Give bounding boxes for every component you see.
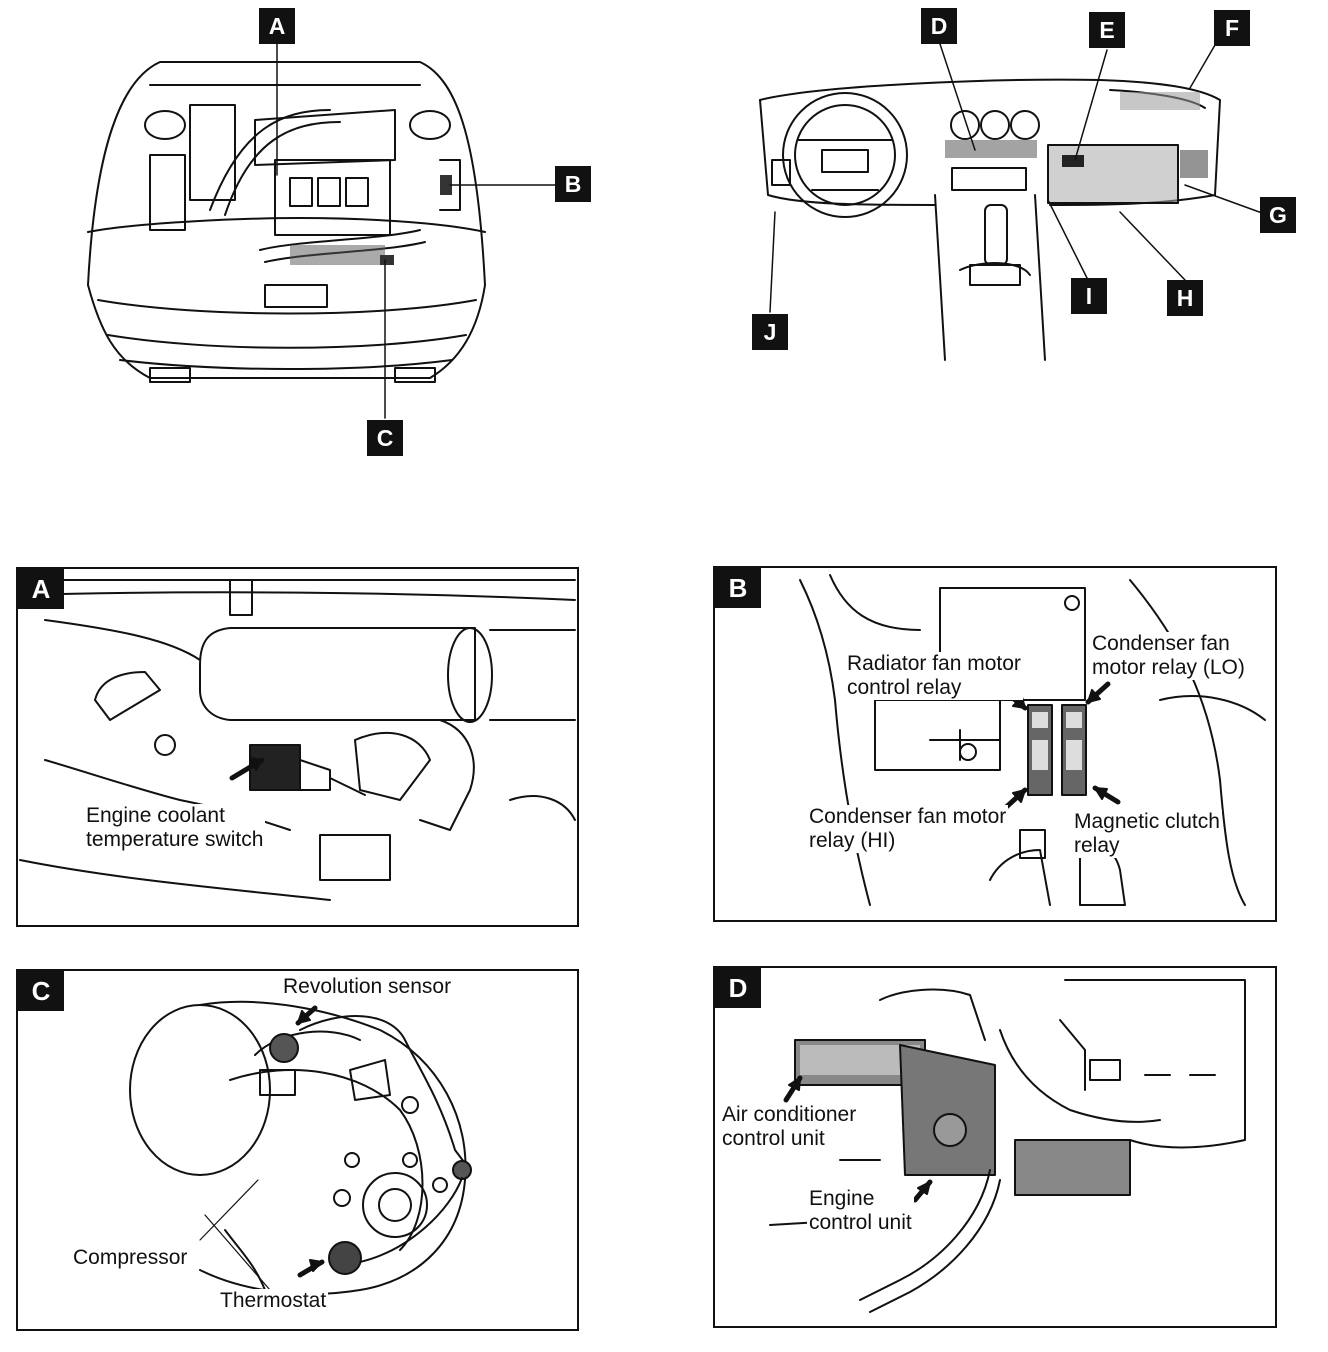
panel-b-drawing [799, 574, 1266, 906]
engine-bay-tag-a: A [259, 8, 295, 44]
panel-b-tag: B [715, 568, 761, 608]
dashboard-drawing [759, 43, 1263, 361]
panel-c-tag: C [18, 971, 64, 1011]
panel-a-tag: A [18, 569, 64, 609]
revolution-sensor-label: Revolution sensor [281, 975, 454, 999]
condenser-fan-motor-relay-lo-label: Condenser fan motor relay (LO) [1090, 632, 1247, 680]
panel-c-frame [16, 969, 579, 1331]
radiator-fan-motor-control-relay-label: Radiator fan motor control relay [845, 652, 1023, 700]
interior-tag-d: D [921, 8, 957, 44]
panel-a-frame [16, 567, 579, 927]
panel-d-tag: D [715, 968, 761, 1008]
thermostat-label: Thermostat [218, 1289, 329, 1313]
panel-c-drawing [129, 1000, 472, 1295]
panel-a-drawing [19, 579, 576, 901]
engine-bay-tag-c: C [367, 420, 403, 456]
engine-control-unit-label: Engine control unit [807, 1187, 914, 1235]
interior-tag-f: F [1214, 10, 1250, 46]
interior-tag-e: E [1089, 12, 1125, 48]
air-conditioner-control-unit-label: Air conditioner control unit [720, 1103, 859, 1151]
interior-tag-h: H [1167, 280, 1203, 316]
magnetic-clutch-relay-label: Magnetic clutch relay [1072, 810, 1222, 858]
panel-d-drawing [769, 979, 1246, 1313]
panel-b-frame [713, 566, 1277, 922]
engine-bay-tag-b: B [555, 166, 591, 202]
interior-tag-j: J [752, 314, 788, 350]
condenser-fan-motor-relay-hi-label: Condenser fan motor relay (HI) [807, 805, 1009, 853]
interior-tag-g: G [1260, 197, 1296, 233]
compressor-label: Compressor [71, 1246, 190, 1270]
panel-d-frame [713, 966, 1277, 1328]
engine-bay-drawing [87, 43, 556, 419]
engine-coolant-temperature-switch-label: Engine coolant temperature switch [84, 804, 266, 852]
interior-tag-i: I [1071, 278, 1107, 314]
